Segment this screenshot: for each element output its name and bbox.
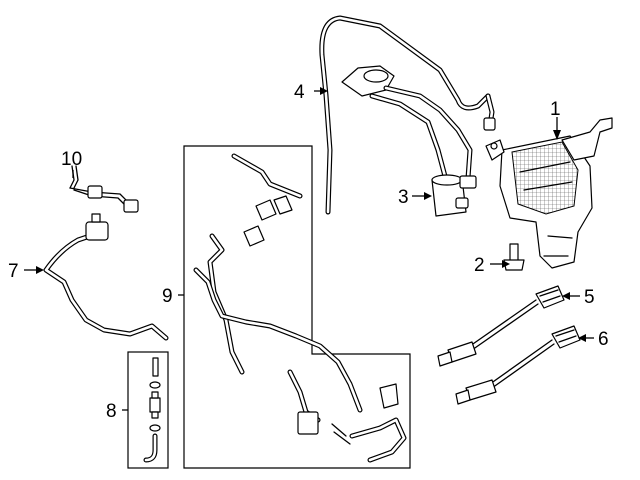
callout-1: 1 bbox=[550, 99, 561, 120]
part-5-sensor-upper bbox=[437, 285, 565, 367]
part-2-bolt bbox=[503, 243, 525, 271]
part-7-hose bbox=[43, 213, 169, 341]
part-9-pipe-set bbox=[183, 145, 411, 469]
part-10-sensor-lead bbox=[69, 165, 139, 213]
part-8-fittings bbox=[127, 351, 169, 469]
callout-6: 6 bbox=[598, 329, 609, 350]
callout-4: 4 bbox=[294, 82, 305, 103]
part-6-sensor-lower bbox=[455, 325, 581, 405]
part-1-canister bbox=[485, 117, 613, 269]
part-3-purge-valve-assembly bbox=[341, 65, 477, 217]
callout-9: 9 bbox=[162, 286, 173, 307]
part-4-vent-tube bbox=[319, 15, 496, 215]
callout-5: 5 bbox=[584, 287, 595, 308]
callout-10: 10 bbox=[61, 149, 82, 170]
callout-8: 8 bbox=[106, 401, 117, 422]
callout-7: 7 bbox=[8, 261, 19, 282]
callout-3: 3 bbox=[398, 187, 409, 208]
callout-2: 2 bbox=[474, 255, 485, 276]
callout-leaders bbox=[24, 87, 594, 411]
